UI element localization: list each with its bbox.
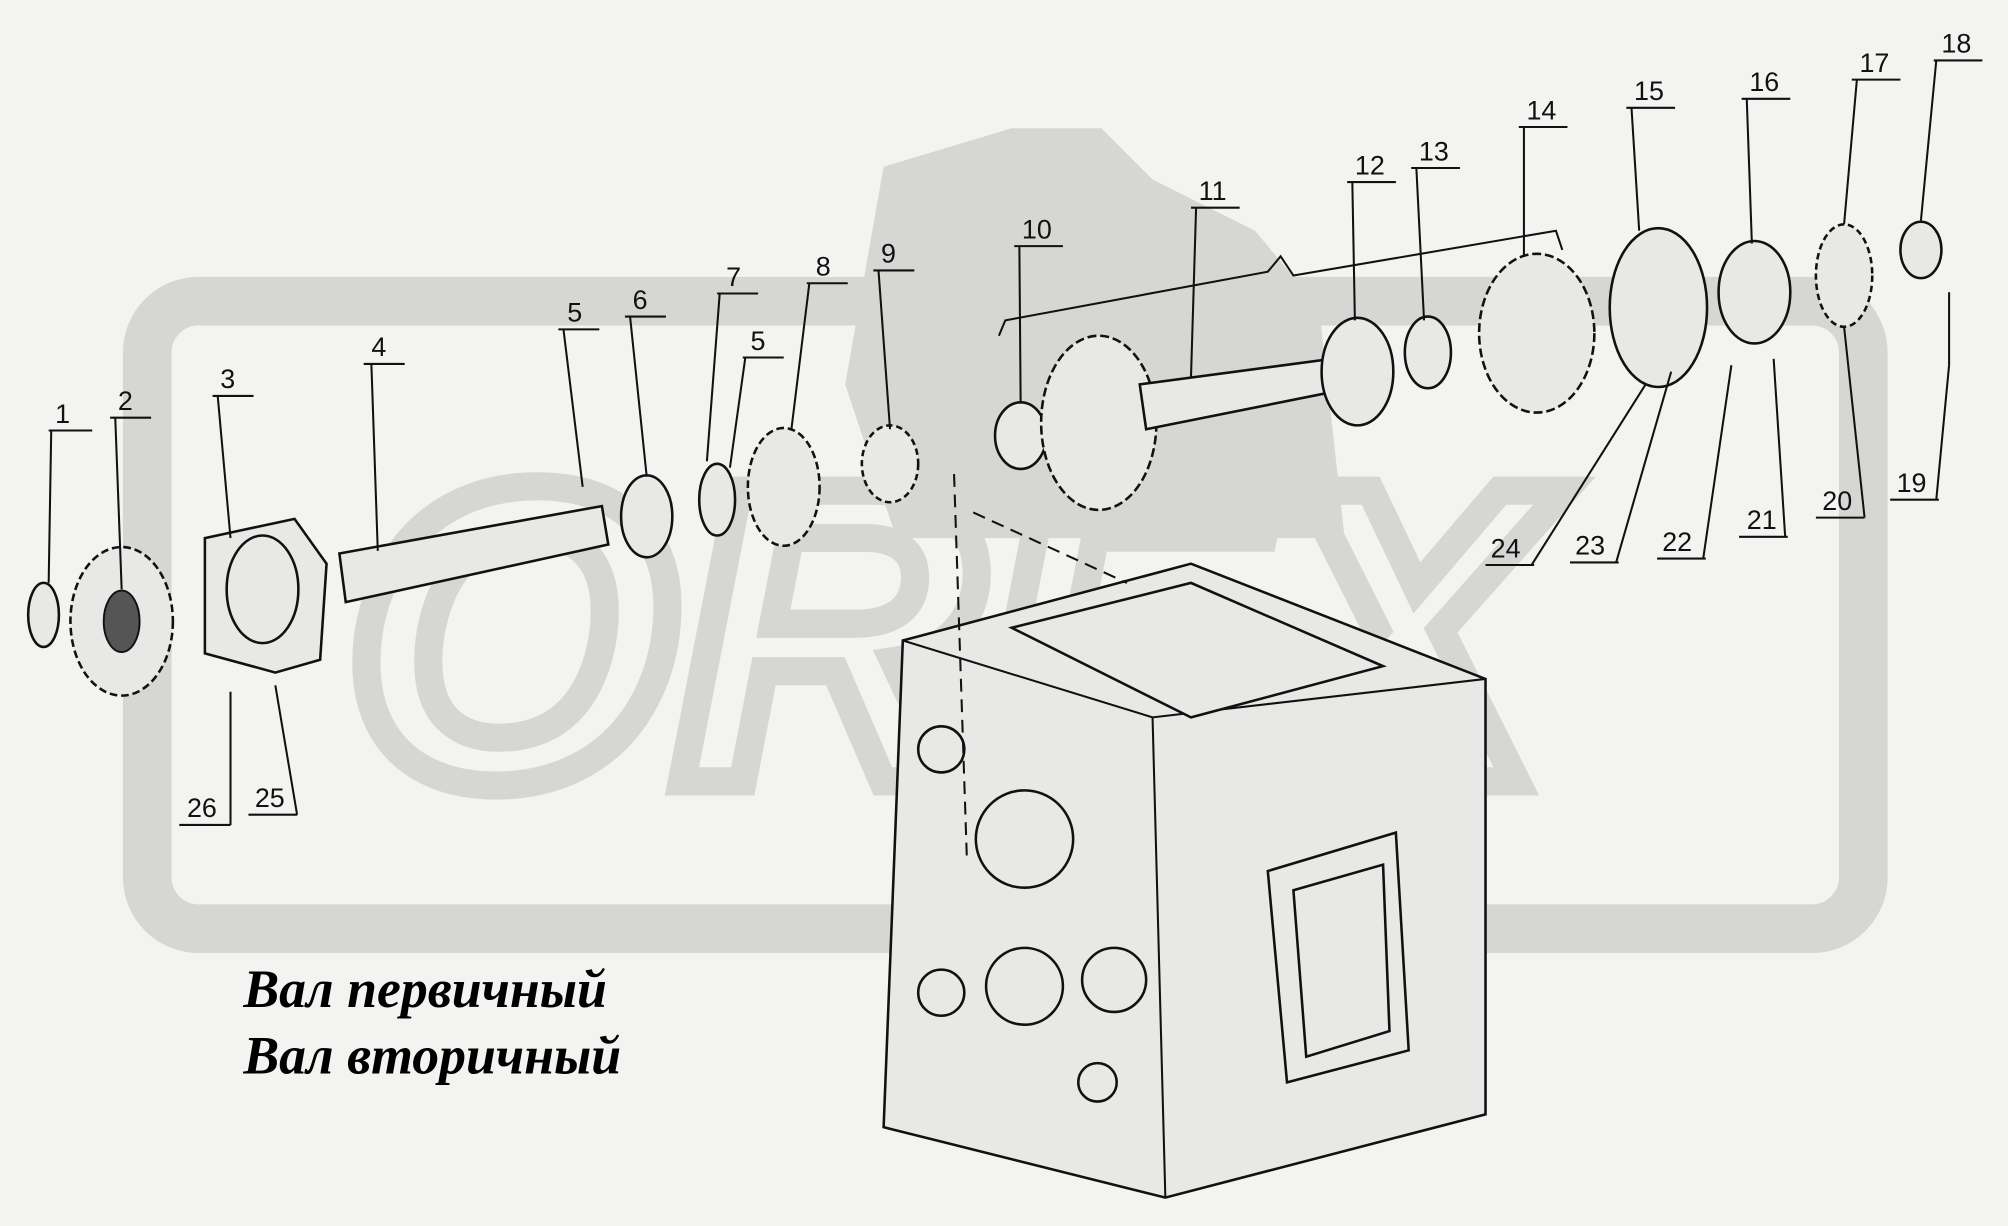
ring-1 xyxy=(26,581,61,649)
callout-17: 17 xyxy=(1843,48,1901,225)
svg-text:23: 23 xyxy=(1575,531,1605,561)
ring-13 xyxy=(1403,315,1453,390)
gear-15 xyxy=(1608,226,1709,389)
svg-text:22: 22 xyxy=(1662,527,1692,557)
callout-1: 1 xyxy=(47,399,93,583)
title-line-1: Вал первичный xyxy=(242,959,607,1019)
primary-shaft-parts xyxy=(26,424,920,697)
gear-14 xyxy=(1477,252,1596,414)
callout-21: 21 xyxy=(1739,358,1788,538)
svg-text:3: 3 xyxy=(220,364,235,394)
bearing-16 xyxy=(1717,239,1792,345)
svg-text:7: 7 xyxy=(726,262,741,292)
bearing-6 xyxy=(619,474,674,559)
callouts: 1 2 3 4 5 6 7 5 8 9 10 11 12 13 14 15 16… xyxy=(47,29,1983,826)
callout-5b: 5 xyxy=(728,326,784,468)
svg-text:4: 4 xyxy=(371,332,386,362)
svg-text:5: 5 xyxy=(567,298,582,328)
callout-25: 25 xyxy=(248,685,299,816)
svg-text:13: 13 xyxy=(1419,136,1449,166)
svg-text:25: 25 xyxy=(255,783,285,813)
callout-3: 3 xyxy=(212,364,254,539)
callout-11: 11 xyxy=(1189,176,1240,379)
callout-4: 4 xyxy=(363,332,405,551)
nut-18 xyxy=(1899,220,1943,280)
callout-16: 16 xyxy=(1741,67,1791,244)
bearing-12 xyxy=(1320,316,1395,427)
callout-7: 7 xyxy=(705,262,759,462)
svg-text:16: 16 xyxy=(1749,67,1779,97)
svg-text:5: 5 xyxy=(750,326,765,356)
callout-12: 12 xyxy=(1347,150,1396,321)
callout-5a: 5 xyxy=(558,298,600,487)
callout-20: 20 xyxy=(1815,326,1866,519)
svg-text:1: 1 xyxy=(55,399,70,429)
callout-6: 6 xyxy=(624,285,666,477)
callout-8: 8 xyxy=(790,252,848,430)
callout-13: 13 xyxy=(1411,136,1460,321)
svg-text:18: 18 xyxy=(1941,29,1971,59)
gearbox-housing xyxy=(882,474,1487,1199)
callout-14: 14 xyxy=(1518,95,1568,257)
svg-text:20: 20 xyxy=(1822,486,1852,516)
diagram-title: Вал первичный Вал вторичный xyxy=(242,959,621,1086)
svg-text:26: 26 xyxy=(187,793,217,823)
gear-11 xyxy=(1039,334,1158,512)
callout-23: 23 xyxy=(1570,371,1673,564)
title-line-2: Вал вторичный xyxy=(242,1025,621,1085)
svg-text:2: 2 xyxy=(118,386,133,416)
gear-8 xyxy=(746,426,821,548)
gear-9 xyxy=(860,424,920,504)
bearing-10 xyxy=(993,401,1048,471)
callout-10: 10 xyxy=(1014,214,1063,404)
callout-15: 15 xyxy=(1626,76,1676,231)
svg-text:8: 8 xyxy=(816,252,831,282)
svg-text:9: 9 xyxy=(881,239,896,269)
svg-text:24: 24 xyxy=(1491,533,1521,563)
callout-2: 2 xyxy=(110,386,152,590)
callout-18: 18 xyxy=(1919,29,1983,221)
secondary-shaft-parts xyxy=(993,220,1951,512)
svg-text:12: 12 xyxy=(1355,150,1385,180)
svg-text:17: 17 xyxy=(1859,48,1889,78)
svg-text:21: 21 xyxy=(1747,505,1777,535)
svg-text:19: 19 xyxy=(1897,468,1927,498)
svg-text:6: 6 xyxy=(633,285,648,315)
ring-7 xyxy=(697,462,737,537)
svg-text:14: 14 xyxy=(1526,95,1556,125)
callout-22: 22 xyxy=(1657,365,1733,560)
gear-17 xyxy=(1814,223,1874,329)
shaft-4 xyxy=(337,504,610,604)
callout-26: 26 xyxy=(179,691,232,826)
callout-9: 9 xyxy=(873,239,915,430)
callout-19: 19 xyxy=(1890,365,1951,501)
callout-24: 24 xyxy=(1485,383,1647,567)
svg-text:11: 11 xyxy=(1199,176,1227,206)
svg-text:15: 15 xyxy=(1634,76,1664,106)
svg-text:10: 10 xyxy=(1022,214,1052,244)
